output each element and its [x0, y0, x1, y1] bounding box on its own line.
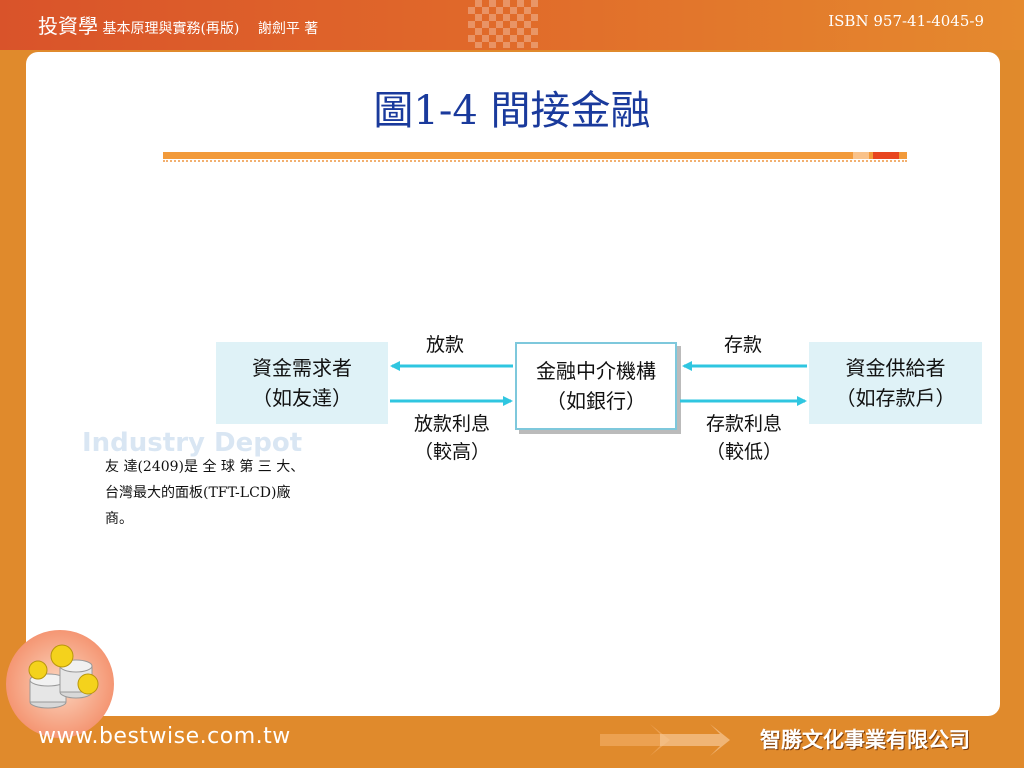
slide-title: 圖1-4 間接金融: [373, 88, 651, 134]
header-band: [0, 0, 1024, 50]
footer-company-name: 智勝文化事業有限公司: [760, 728, 970, 752]
book-title: 投資學 基本原理與實務(再版) 謝劍平 著: [38, 10, 318, 39]
loan-label: 放款: [426, 334, 465, 356]
title-rule: [163, 152, 907, 159]
fund-demander-box: 資金需求者 （如友達）: [216, 342, 388, 424]
book-subtitle: 基本原理與實務(再版) 謝劍平 著: [98, 21, 319, 37]
financial-intermediary-example: （如銀行）: [546, 389, 646, 413]
footer-arrows-decoration: [600, 724, 730, 756]
fund-supplier-example: （如存款戶）: [835, 386, 956, 410]
title-rule-accent-red: [873, 152, 899, 159]
fund-supplier-box: 資金供給者 （如存款戶）: [809, 342, 982, 424]
financial-intermediary-title: 金融中介機構: [536, 359, 656, 383]
deposit-interest-text: 存款利息: [705, 413, 782, 435]
industry-depot-watermark: Industry Depot: [82, 428, 303, 458]
loan-interest-text: 放款利息: [413, 413, 490, 435]
isbn-label: ISBN 957-41-4045-9: [828, 12, 984, 30]
loan-interest-note: （較高）: [413, 441, 490, 463]
footer-website-link[interactable]: www.bestwise.com.tw: [38, 724, 291, 749]
header-checker-decoration: [468, 0, 538, 48]
book-title-main: 投資學: [38, 14, 98, 38]
fund-demander-title: 資金需求者: [252, 356, 352, 380]
loan-interest-label: 放款利息 （較高）: [400, 410, 504, 466]
title-dotted-rule: [163, 160, 907, 164]
fund-supplier-title: 資金供給者: [845, 356, 946, 380]
deposit-label: 存款: [724, 334, 763, 356]
coin-stack-icon: [28, 644, 99, 709]
fund-demander-example: （如友達）: [252, 386, 352, 410]
title-rule-accent-light: [853, 152, 869, 159]
financial-intermediary-box: 金融中介機構 （如銀行）: [515, 342, 677, 430]
auo-note: 友 達(2409)是 全 球 第 三 大、台灣最大的面板(TFT-LCD)廠商。: [105, 459, 305, 527]
deposit-interest-note: （較低）: [705, 441, 782, 463]
deposit-interest-label: 存款利息 （較低）: [692, 410, 796, 466]
